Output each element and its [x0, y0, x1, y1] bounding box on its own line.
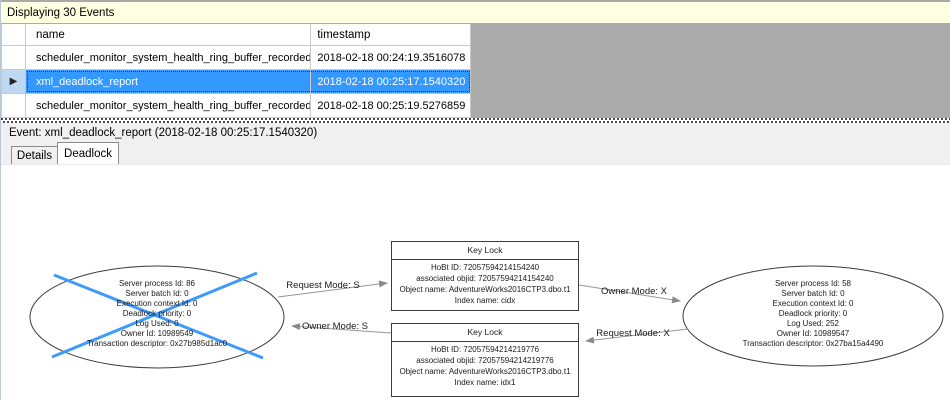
- process-node-left-ellipse[interactable]: [29, 265, 285, 369]
- process-attr: Server batch Id: 0: [125, 289, 189, 298]
- tab-details[interactable]: Details: [11, 146, 58, 164]
- grid-header-row: name timestamp: [2, 24, 471, 46]
- name-cell[interactable]: scheduler_monitor_system_health_ring_buf…: [25, 46, 312, 70]
- resource-attr: Index name: idx1: [454, 378, 516, 387]
- edge-request-s-label: Request Mode: S: [286, 280, 360, 291]
- victim-x-icon: [51, 271, 264, 360]
- event-summary-text: Event: xml_deadlock_report (2018-02-18 0…: [9, 126, 318, 139]
- tab-strip: Details Deadlock: [1, 142, 950, 164]
- edge-request-x-label: Request Mode: X: [596, 328, 670, 339]
- info-bar: Displaying 30 Events: [1, 0, 950, 23]
- event-row[interactable]: scheduler_monitor_system_health_ring_buf…: [2, 94, 471, 118]
- event-summary-bar: Event: xml_deadlock_report (2018-02-18 0…: [1, 123, 950, 142]
- timestamp-cell[interactable]: 2018-02-18 00:25:19.5276859: [311, 94, 471, 118]
- process-node-left[interactable]: Server process Id: 86 Server batch Id: 0…: [32, 279, 282, 349]
- timestamp-cell[interactable]: 2018-02-18 00:25:17.1540320: [311, 70, 471, 94]
- edge-owner-x-label: Owner Mode: X: [601, 286, 667, 297]
- edge-owner-s-label: Owner Mode: S: [302, 321, 368, 332]
- row-selector-cell[interactable]: ▶: [2, 70, 26, 94]
- row-selector-header: [2, 24, 26, 46]
- deadlock-graph: Server process Id: 86 Server batch Id: 0…: [1, 164, 950, 400]
- process-attr: Server process Id: 86: [118, 279, 196, 288]
- events-grid: name timestamp scheduler_monitor_system_…: [1, 24, 471, 118]
- process-attr: Execution context Id: 0: [772, 299, 854, 308]
- column-header-name[interactable]: name: [25, 24, 312, 46]
- edge-owner-s-line: [291, 323, 392, 334]
- resource-attr: Object name: AdventureWorks2016CTP3.dbo.…: [399, 285, 571, 294]
- row-selector-arrow-icon: ▶: [9, 75, 18, 87]
- process-attr: Deadlock priority: 0: [778, 309, 848, 318]
- row-selector-cell[interactable]: [2, 94, 26, 118]
- process-attr: Transaction descriptor: 0x27b985d1ac0: [86, 339, 228, 348]
- info-bar-text: Displaying 30 Events: [7, 6, 115, 19]
- deadlock-graph-canvas: [29, 265, 944, 369]
- process-node-right-ellipse[interactable]: [682, 265, 944, 367]
- process-attr: Transaction descriptor: 0x27ba15a4490: [742, 339, 884, 348]
- edge-owner-x-line: [578, 284, 681, 304]
- process-attr: Owner Id: 10989547: [776, 329, 850, 338]
- resource-node-bottom[interactable]: Key Lock HoBt ID: 72057594214219776 asso…: [391, 323, 579, 397]
- event-row-selected[interactable]: ▶ xml_deadlock_report 2018-02-18 00:25:1…: [2, 70, 471, 94]
- edge-request-x-line: [585, 328, 689, 344]
- name-cell[interactable]: xml_deadlock_report: [25, 70, 312, 94]
- process-attr: Execution context Id: 0: [116, 299, 198, 308]
- process-node-right[interactable]: Server process Id: 58 Server batch Id: 0…: [688, 279, 938, 349]
- name-cell[interactable]: scheduler_monitor_system_health_ring_buf…: [25, 94, 312, 118]
- process-attr: Deadlock priority: 0: [122, 309, 192, 318]
- resource-attr: Index name: cidx: [454, 296, 516, 305]
- tab-deadlock[interactable]: Deadlock: [57, 142, 119, 164]
- process-attr: Server batch Id: 0: [781, 289, 845, 298]
- events-grid-band: name timestamp scheduler_monitor_system_…: [1, 23, 950, 118]
- edge-request-s-line: [277, 280, 388, 298]
- event-row[interactable]: scheduler_monitor_system_health_ring_buf…: [2, 46, 471, 70]
- process-attr: Owner Id: 10989549: [120, 329, 194, 338]
- resource-node-top[interactable]: Key Lock HoBt ID: 72057594214154240 asso…: [391, 241, 579, 311]
- process-attr: Log Used: 252: [786, 319, 840, 328]
- pane-splitter[interactable]: [1, 118, 950, 123]
- row-selector-cell[interactable]: [2, 46, 26, 70]
- timestamp-cell[interactable]: 2018-02-18 00:24:19.3516078: [311, 46, 471, 70]
- column-header-timestamp[interactable]: timestamp: [311, 24, 471, 46]
- process-attr: Server process Id: 58: [774, 279, 852, 288]
- resource-attr: Object name: AdventureWorks2016CTP3.dbo.…: [399, 367, 571, 376]
- resource-attr: associated objid: 72057594214154240: [416, 274, 554, 283]
- process-attr: Log Used: 0: [135, 319, 179, 328]
- resource-attr: HoBt ID: 72057594214219776: [430, 345, 540, 354]
- resource-attr: associated objid: 72057594214219776: [416, 356, 554, 365]
- resource-attr: HoBt ID: 72057594214154240: [430, 263, 540, 272]
- resource-title: Key Lock: [392, 324, 578, 342]
- resource-title: Key Lock: [392, 242, 578, 260]
